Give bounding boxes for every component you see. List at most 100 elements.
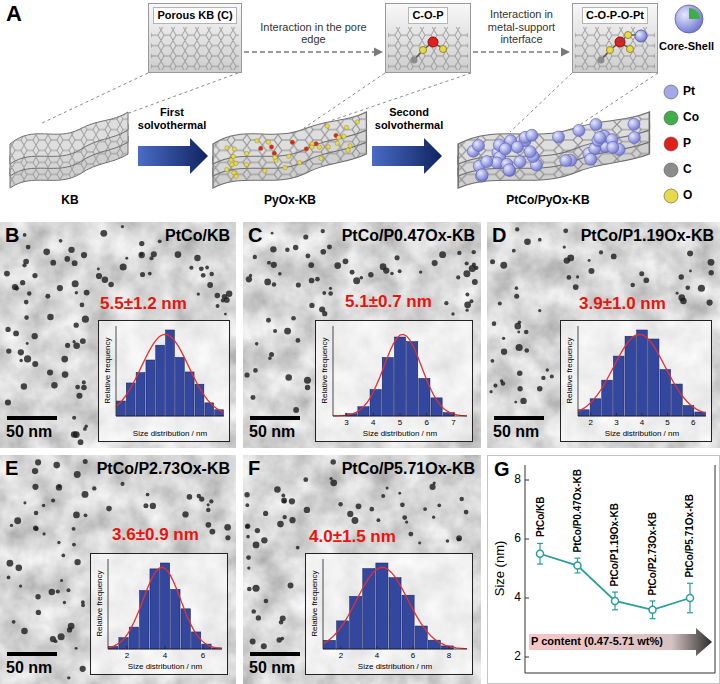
nanoparticle — [520, 398, 526, 404]
nanoparticle — [80, 338, 86, 344]
scale-bar — [7, 652, 57, 656]
nanoparticle — [567, 254, 574, 261]
tem-panel: DPtCo/P1.19Ox-KB3.9±1.0 nm50 nmRelative … — [487, 222, 720, 448]
nanoparticle — [256, 615, 261, 620]
nanoparticle — [472, 263, 476, 267]
nanoparticle — [267, 261, 271, 265]
histogram-plot — [316, 321, 472, 441]
nanoparticle — [263, 511, 268, 516]
nanoparticle — [225, 535, 230, 540]
nanoparticle — [380, 263, 387, 270]
nanoparticle — [276, 637, 281, 642]
tick-mark — [127, 646, 128, 649]
nanoparticle — [215, 293, 220, 298]
tick-label: 3 — [344, 418, 348, 427]
nanoparticle — [81, 600, 85, 604]
nanoparticle — [24, 355, 31, 362]
process-arrow — [372, 138, 442, 174]
nanoparticle — [73, 512, 80, 519]
nanoparticle — [68, 247, 74, 253]
nanoparticle — [289, 517, 295, 523]
sample-title: PtCo/P2.73Ox-KB — [97, 460, 230, 478]
nanoparticle — [158, 239, 162, 243]
nanoparticle — [47, 369, 53, 375]
nanoparticle — [261, 537, 267, 543]
tick-mark — [525, 480, 529, 481]
nanoparticle — [546, 368, 549, 371]
nanoparticle — [280, 615, 286, 621]
tem-panel: EPtCo/P2.73Ox-KB3.6±0.9 nm50 nmRelative … — [0, 455, 236, 684]
nanoparticle — [61, 554, 65, 558]
size-value: 5.5±1.2 nm — [100, 294, 187, 314]
nanoparticle — [249, 274, 252, 277]
structure-label: C-O-P — [408, 7, 447, 24]
nanoparticle — [209, 499, 213, 503]
nanoparticle — [23, 501, 26, 504]
nanoparticle — [72, 543, 76, 547]
tick-mark — [373, 413, 374, 416]
nanoparticle — [517, 331, 520, 334]
generated-art — [4, 85, 715, 680]
point-label: PtCo/P2.73Ox-KB — [647, 512, 659, 595]
surface-group — [255, 139, 259, 143]
nanoparticle — [685, 286, 690, 291]
surface-group — [348, 144, 352, 148]
histogram-inset: Relative frequencySize distribution / nm… — [560, 320, 712, 442]
histogram-axes — [108, 559, 222, 649]
sample-title: PtCo/P0.47Ox-KB — [342, 227, 475, 245]
nanoparticle — [456, 535, 462, 541]
nanoparticle — [74, 471, 81, 478]
nanoparticle — [175, 251, 182, 258]
point-label: PtCo/KB — [534, 497, 546, 538]
nanoparticle — [140, 272, 145, 277]
surface-group — [234, 174, 238, 178]
nanoparticle — [182, 511, 188, 517]
surface-group — [304, 147, 308, 151]
surface-group — [297, 160, 301, 164]
nanoparticle — [538, 309, 541, 312]
nanoparticle — [432, 260, 438, 266]
histogram-bar — [146, 360, 155, 416]
histogram-bar — [185, 372, 194, 416]
nanoparticle — [334, 262, 341, 269]
nanoparticle — [47, 314, 53, 320]
scale-bar — [7, 416, 57, 420]
ptco-particle — [503, 164, 515, 176]
nanoparticle — [268, 356, 272, 360]
nanoparticle — [97, 268, 100, 271]
sample-title: PtCo/P1.19Ox-KB — [581, 227, 714, 245]
tick-mark — [642, 413, 643, 416]
histogram-bar — [140, 591, 149, 649]
nanoparticle — [514, 401, 517, 404]
legend-swatch — [664, 189, 678, 203]
nanoparticle — [19, 585, 22, 588]
histogram-bar — [637, 330, 648, 416]
nanoparticle — [347, 511, 353, 517]
nanoparticle — [146, 493, 150, 497]
nanoparticle — [284, 328, 291, 335]
surface-group — [326, 145, 330, 149]
stage-label: PtCo/PyOx-KB — [506, 194, 589, 208]
carbon-sheet-stack — [458, 112, 649, 188]
nanoparticle — [304, 377, 311, 384]
histogram-bar — [363, 569, 375, 649]
nanoparticle — [197, 292, 200, 295]
surface-group — [342, 134, 346, 138]
nanoparticle — [588, 259, 591, 262]
surface-group — [225, 167, 229, 171]
nanoparticle — [328, 291, 333, 296]
nanoparticle — [402, 515, 407, 520]
nanoparticle — [446, 539, 450, 543]
legend-swatch — [664, 137, 678, 151]
nanoparticle — [360, 276, 364, 280]
nanoparticle — [78, 439, 84, 445]
nanoparticle — [309, 303, 314, 308]
tick-mark — [346, 413, 347, 416]
nanoparticle — [368, 272, 373, 277]
histogram-bar — [358, 407, 369, 416]
nanoparticle — [100, 230, 107, 237]
nanoparticle — [42, 532, 45, 535]
surface-group — [244, 151, 248, 155]
nanoparticle — [12, 620, 16, 624]
